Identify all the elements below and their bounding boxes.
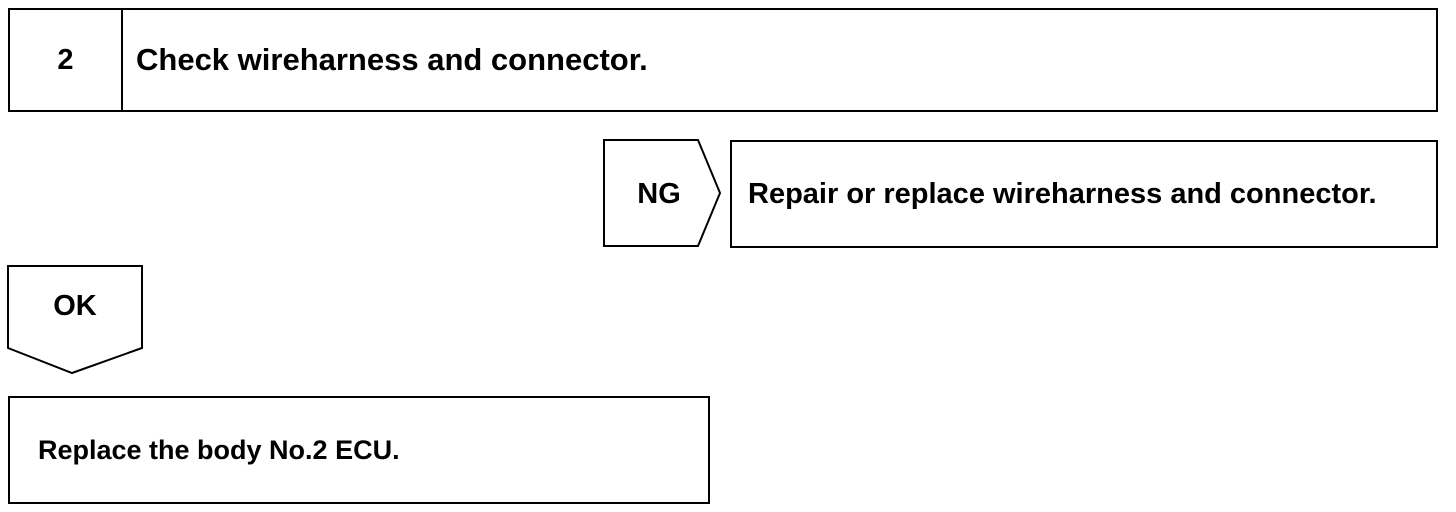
step-divider [121,10,123,110]
step-box: 2 Check wireharness and connector. [8,8,1438,112]
ng-action-text: Repair or replace wireharness and connec… [748,177,1377,210]
step-number: 2 [57,43,74,76]
result-text: Replace the body No.2 ECU. [38,434,400,465]
ng-action-box: Repair or replace wireharness and connec… [730,140,1438,248]
ok-label: OK [53,289,97,322]
result-box: Replace the body No.2 ECU. [8,396,710,504]
ng-label: NG [637,177,681,210]
step-title: Check wireharness and connector. [136,42,648,77]
